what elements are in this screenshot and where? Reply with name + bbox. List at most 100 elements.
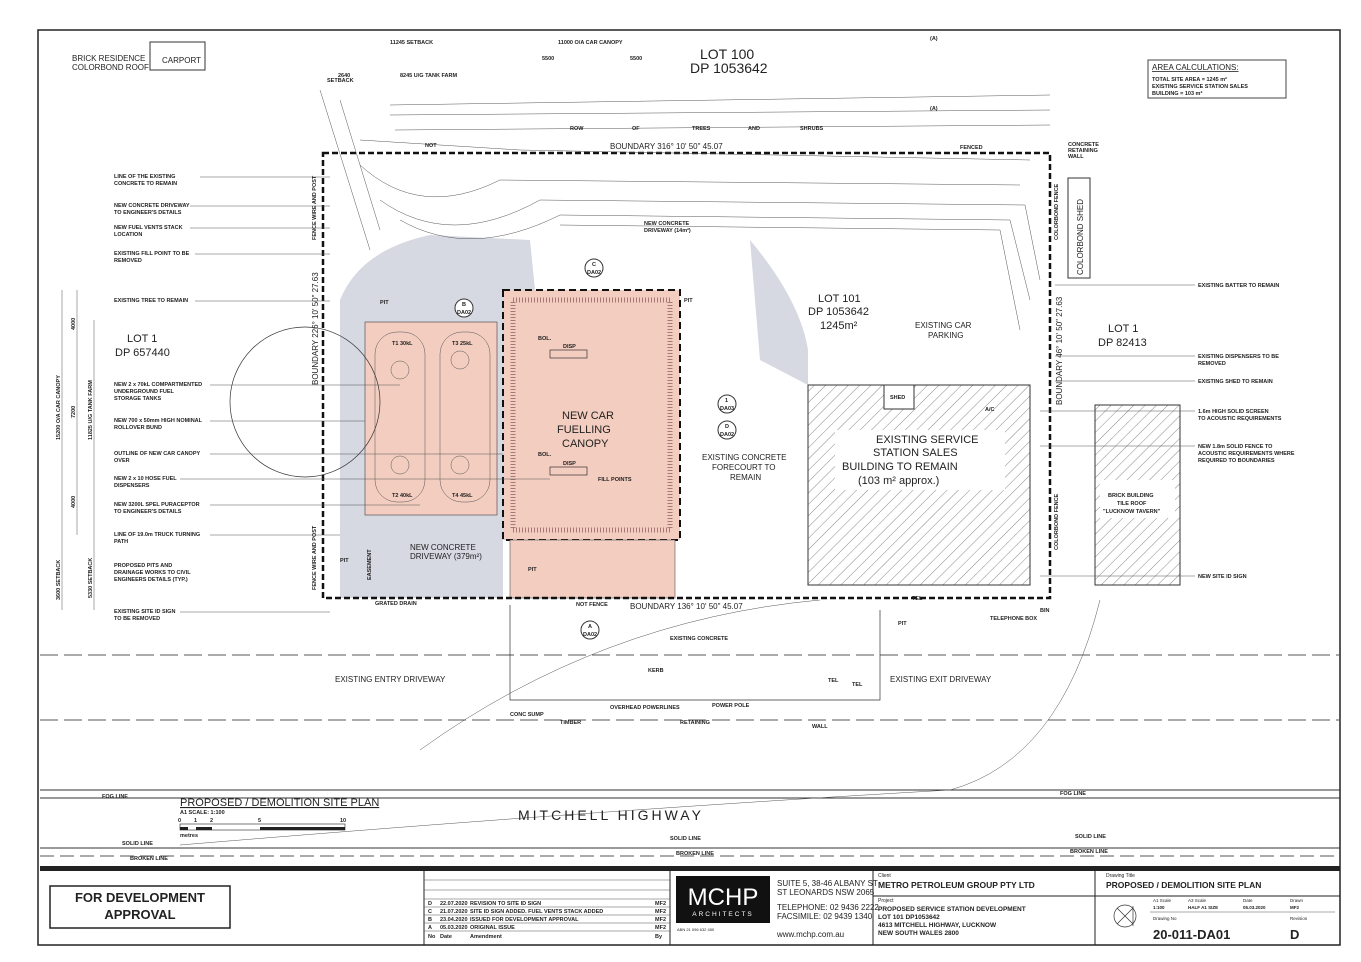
tank-label: T4 45kL bbox=[452, 493, 473, 499]
boundary-bearing: BOUNDARY 226° 10' 50" 27.63 bbox=[311, 272, 320, 385]
dispenser bbox=[549, 466, 588, 476]
a1-scale: 1:100 bbox=[1153, 905, 1165, 910]
dimension: 11825 U/G TANK FARM bbox=[88, 380, 94, 440]
boundary-bearing: BOUNDARY 316° 10' 50" 45.07 bbox=[610, 142, 723, 151]
label: EASEMENT bbox=[367, 549, 373, 580]
tank-label: T2 40kL bbox=[392, 493, 413, 499]
project-line: PROPOSED SERVICE STATION DEVELOPMENT bbox=[878, 906, 1026, 913]
label: FENCE WIRE AND POST bbox=[312, 175, 318, 240]
label: STATION SALES bbox=[873, 447, 958, 459]
tavern-label-bg bbox=[1100, 480, 1175, 518]
dimension: 5500 bbox=[542, 56, 554, 62]
label: TEL bbox=[828, 678, 839, 684]
label: WALL bbox=[812, 724, 828, 730]
svg-text:REVISION TO SITE ID SIGN: REVISION TO SITE ID SIGN bbox=[470, 901, 541, 907]
lot-labels: LOT 1 DP 657440 LOT 101 DP 1053642 1245m… bbox=[115, 293, 1147, 359]
shed bbox=[883, 384, 915, 410]
dimension: SETBACK bbox=[327, 78, 354, 84]
label: RETAINING bbox=[1068, 148, 1098, 154]
note: STORAGE TANKS bbox=[114, 396, 161, 402]
canopy-apron bbox=[509, 539, 676, 599]
label: KERB bbox=[648, 668, 664, 674]
label: EXISTING EXIT DRIVEWAY bbox=[890, 675, 992, 684]
svg-text:By: By bbox=[655, 934, 663, 940]
section-sheet: DA02 bbox=[457, 310, 471, 316]
label: CONC SUMP bbox=[510, 712, 544, 718]
label: COLORBOND FENCE bbox=[1054, 493, 1060, 550]
note: NEW CONCRETE DRIVEWAY bbox=[114, 203, 190, 209]
canopy-label: NEW CAR bbox=[562, 410, 614, 422]
label: BIN bbox=[1040, 608, 1050, 614]
dimension: 5500 bbox=[630, 56, 642, 62]
fuel-tanks bbox=[374, 331, 491, 503]
label: TELEPHONE BOX bbox=[990, 616, 1037, 622]
label: FOG LINE bbox=[1060, 791, 1086, 797]
svg-text:ARCHITECTS: ARCHITECTS bbox=[692, 911, 754, 918]
label: OF bbox=[632, 126, 640, 132]
note: 1.6m HIGH SOLID SCREEN bbox=[1198, 409, 1269, 415]
svg-text:Amendment: Amendment bbox=[470, 934, 502, 940]
north-arrow-icon bbox=[1113, 904, 1137, 928]
label: CARPORT bbox=[162, 56, 201, 65]
note: EXISTING DISPENSERS TO BE bbox=[1198, 354, 1279, 360]
label: SOLID LINE bbox=[1075, 834, 1106, 840]
lot-label: LOT 1 bbox=[1108, 323, 1138, 335]
lot-label: LOT 101 bbox=[818, 293, 861, 305]
client-label: Client bbox=[878, 873, 891, 879]
dispenser bbox=[549, 349, 588, 359]
label: CONCRETE bbox=[1068, 142, 1099, 148]
lot-label: DP 1053642 bbox=[808, 306, 869, 318]
road-name: MITCHELL HIGHWAY bbox=[518, 807, 704, 823]
svg-text:22.07.2020: 22.07.2020 bbox=[440, 901, 468, 907]
status-box bbox=[49, 885, 231, 929]
drawing-no-label: Drawing No bbox=[1153, 916, 1177, 921]
sheet-border bbox=[37, 29, 1341, 946]
svg-text:ORIGINAL ISSUE: ORIGINAL ISSUE bbox=[470, 925, 515, 931]
site-labels: NEW CAR FUELLING CANOPY T1 30kL T3 25kL … bbox=[312, 175, 1161, 627]
note: DISPENSERS bbox=[114, 483, 150, 489]
road-markings bbox=[40, 599, 1340, 857]
existing-driveway-area bbox=[750, 240, 808, 385]
revision-letter: D bbox=[1290, 927, 1299, 942]
architect-website[interactable]: www.mchp.com.au bbox=[776, 930, 844, 939]
lot-label: 1245m² bbox=[820, 320, 858, 332]
note: LINE OF 19.0m TRUCK TURNING bbox=[114, 532, 200, 538]
note: PROPOSED PITS AND bbox=[114, 563, 172, 569]
section-marker: (A) bbox=[930, 106, 938, 112]
note: EXISTING FILL POINT TO BE bbox=[114, 251, 190, 257]
label: DISP bbox=[563, 461, 576, 467]
svg-text:MF2: MF2 bbox=[655, 909, 666, 915]
dimension: 11245 SETBACK bbox=[390, 40, 433, 46]
boundary-bearing: BOUNDARY 46° 10' 50" 27.63 bbox=[1055, 296, 1064, 405]
canopy-label: FUELLING bbox=[557, 424, 611, 436]
note: REMOVED bbox=[114, 258, 142, 264]
existing-tree bbox=[229, 326, 381, 478]
project-label: Project bbox=[878, 898, 894, 904]
label: TEL bbox=[852, 682, 863, 688]
lot-label: LOT 1 bbox=[127, 333, 157, 345]
label: EXISTING CONCRETE bbox=[702, 453, 786, 462]
section-letter: 1 bbox=[725, 398, 728, 404]
note: NEW 2 x 10 HOSE FUEL bbox=[114, 476, 177, 482]
label: PARKING bbox=[928, 331, 963, 340]
label: SHRUBS bbox=[800, 126, 824, 132]
note: EXISTING SHED TO REMAIN bbox=[1198, 379, 1273, 385]
svg-text:B: B bbox=[428, 917, 432, 923]
note: TO ENGINEER'S DETAILS bbox=[114, 509, 182, 515]
scale-tick: 10 bbox=[340, 818, 346, 824]
label: "LUCKNOW TAVERN" bbox=[1103, 509, 1161, 515]
a3-scale-label: A3 Scale bbox=[1188, 898, 1207, 903]
label: COLORBOND SHED bbox=[1076, 199, 1085, 275]
rollover-bund bbox=[510, 297, 673, 533]
label: SHED bbox=[890, 395, 905, 401]
